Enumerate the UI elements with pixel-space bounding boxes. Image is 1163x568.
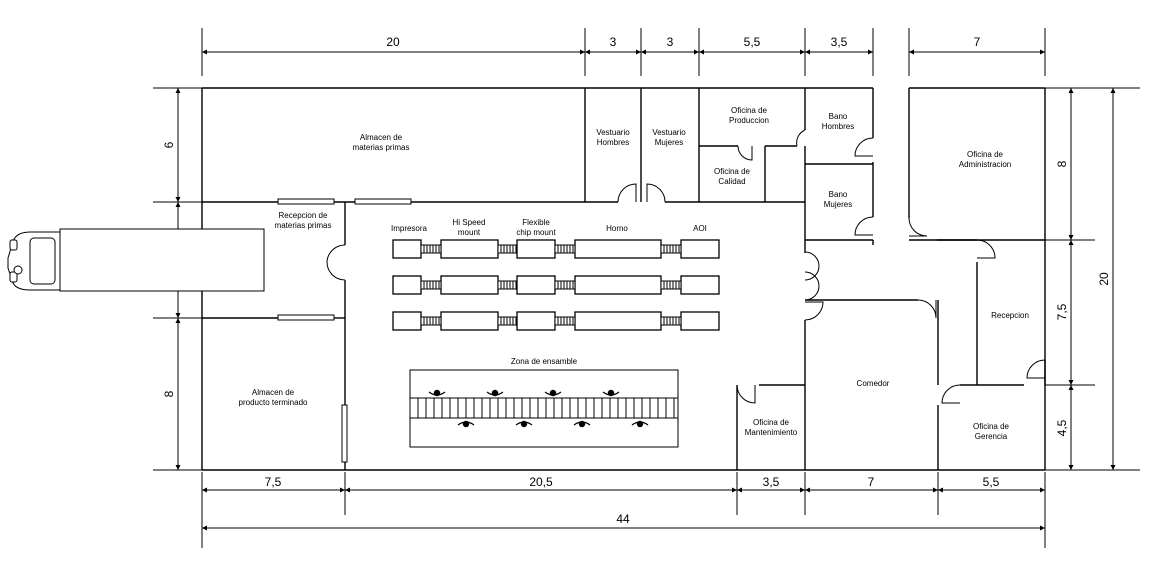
worker-icon — [457, 420, 475, 428]
worker-icon — [631, 420, 649, 428]
dim-bottom-3-5: 3,5 — [763, 475, 780, 489]
conveyor — [554, 280, 576, 290]
vestuario-hombres-label-2: Hombres — [597, 138, 629, 147]
dim-bottom-7: 7 — [868, 475, 875, 489]
conveyor — [554, 316, 576, 326]
dimension-lines — [153, 28, 1140, 548]
dim-top-7: 7 — [974, 35, 981, 49]
hi-speed-label-1: Hi Speed — [453, 218, 486, 227]
bano-hombres-label-2: Hombres — [822, 122, 854, 131]
dim-total-height: 20 — [1097, 272, 1111, 286]
conveyor — [420, 316, 442, 326]
worker-icon — [515, 420, 533, 428]
worker-icon — [544, 389, 562, 397]
oficina-calidad-label-2: Calidad — [718, 177, 745, 186]
recepcion-materias-label-2: materias primas — [275, 221, 332, 230]
conveyor — [497, 316, 518, 326]
recepcion-materias-label-1: Recepcion de — [279, 211, 328, 220]
dim-right-7-5: 7,5 — [1055, 303, 1069, 320]
oficina-administracion-label-2: Administracion — [959, 160, 1011, 169]
flexible-label-2: chip mount — [516, 228, 556, 237]
truck-dock — [59, 202, 265, 318]
conveyor — [660, 244, 682, 254]
oficina-calidad-label-1: Oficina de — [714, 167, 751, 176]
vestuario-hombres-label-1: Vestuario — [596, 128, 630, 137]
dim-top-5-5: 5,5 — [744, 35, 761, 49]
sliding-doors — [277, 198, 412, 463]
dim-top-20: 20 — [386, 35, 400, 49]
oficina-produccion-label-1: Oficina de — [731, 106, 768, 115]
line-2 — [392, 275, 720, 295]
dim-top-3-5: 3,5 — [831, 35, 848, 49]
aoi-label: AOI — [693, 224, 707, 233]
zona-ensamble-label: Zona de ensamble — [511, 357, 578, 366]
almacen-producto-label-1: Almacen de — [252, 388, 295, 397]
conveyor — [497, 244, 518, 254]
vestuario-mujeres-label-2: Mujeres — [655, 138, 683, 147]
dim-right-4-5: 4,5 — [1055, 419, 1069, 436]
conveyor — [497, 280, 518, 290]
oficina-mantenimiento-label-1: Oficina de — [753, 418, 790, 427]
doors — [326, 129, 1046, 404]
conveyor — [660, 316, 682, 326]
almacen-producto-label-2: producto terminado — [239, 398, 308, 407]
oficina-administracion-label-1: Oficina de — [967, 150, 1004, 159]
worker-icon — [486, 389, 504, 397]
conveyor — [420, 280, 442, 290]
oficina-mantenimiento-label-2: Mantenimiento — [745, 428, 798, 437]
dim-bottom-7-5: 7,5 — [265, 475, 282, 489]
bano-mujeres-label-2: Mujeres — [824, 200, 852, 209]
worker-icon — [573, 420, 591, 428]
horno-label: Horno — [606, 224, 628, 233]
dim-bottom-5-5: 5,5 — [983, 475, 1000, 489]
conveyor — [660, 280, 682, 290]
conveyor — [420, 244, 442, 254]
flexible-label-1: Flexible — [522, 218, 550, 227]
almacen-materias-label-1: Almacen de — [360, 133, 403, 142]
dim-total-width: 44 — [616, 512, 630, 526]
vestuario-mujeres-label-1: Vestuario — [652, 128, 686, 137]
line-3 — [392, 311, 720, 331]
oficina-produccion-label-2: Produccion — [729, 116, 769, 125]
oficina-gerencia-label-1: Oficina de — [973, 422, 1010, 431]
impresora-label: Impresora — [391, 224, 428, 233]
bano-mujeres-label-1: Bano — [829, 190, 848, 199]
dim-right-8: 8 — [1055, 160, 1069, 167]
dim-top-3a: 3 — [610, 35, 617, 49]
recepcion-label: Recepcion — [991, 311, 1029, 320]
oficina-gerencia-label-2: Gerencia — [975, 432, 1008, 441]
worker-icon — [602, 389, 620, 397]
dim-bottom-20-5: 20,5 — [529, 475, 553, 489]
dim-top-3b: 3 — [667, 35, 674, 49]
production-lines — [392, 239, 720, 331]
truck-icon — [7, 231, 61, 291]
line-1 — [392, 239, 720, 259]
comedor-label: Comedor — [857, 379, 890, 388]
almacen-materias-label-2: materias primas — [353, 143, 410, 152]
dim-left-8: 8 — [162, 390, 176, 397]
hi-speed-label-2: mount — [458, 228, 481, 237]
conveyor — [554, 244, 576, 254]
worker-icon — [428, 389, 446, 397]
dim-left-6a: 6 — [162, 141, 176, 148]
assembly-zone — [409, 369, 679, 448]
bano-hombres-label-1: Bano — [829, 112, 848, 121]
